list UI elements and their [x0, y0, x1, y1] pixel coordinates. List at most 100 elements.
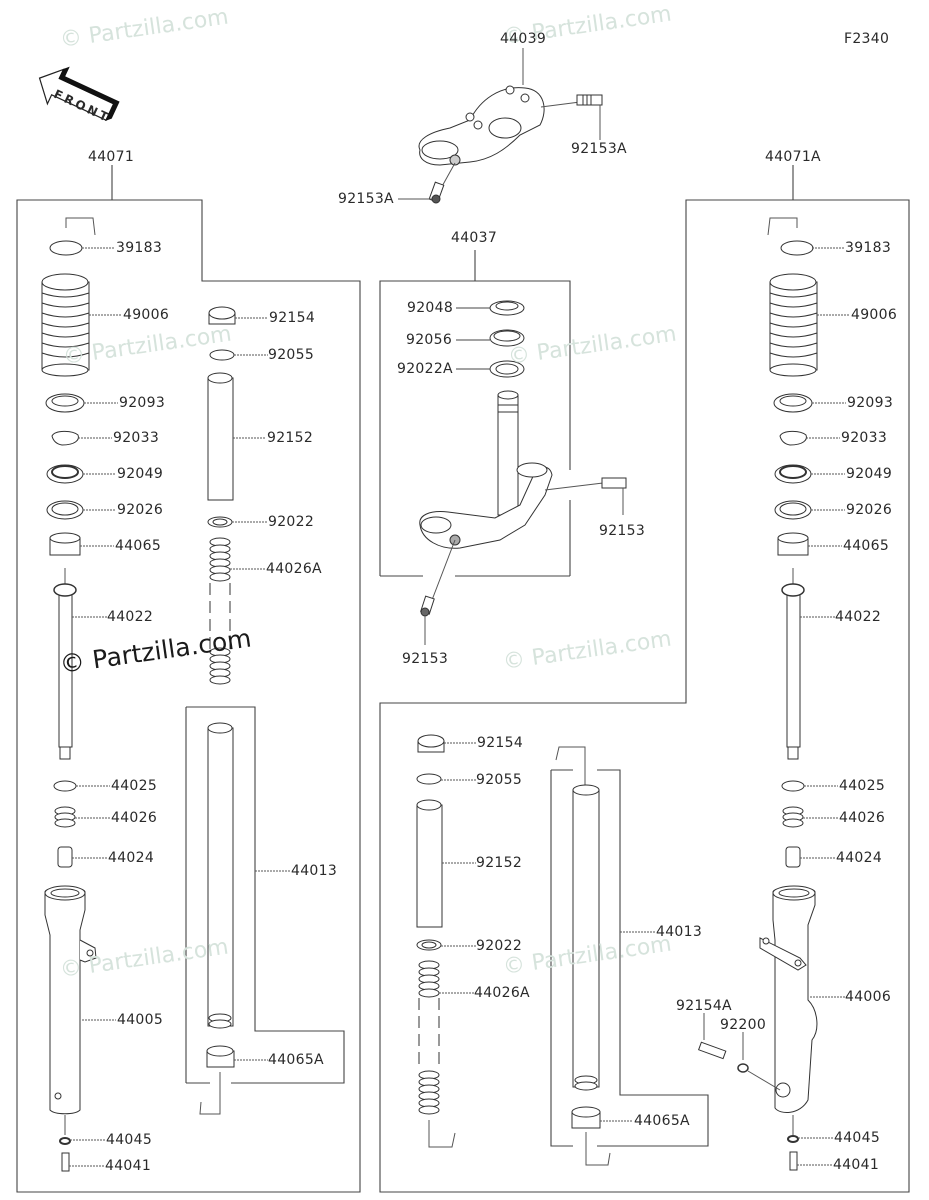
part-label-92153[interactable]: 92153	[599, 523, 646, 539]
part-label-44065A-right[interactable]: 44065A	[634, 1113, 690, 1129]
part-label-44005[interactable]: 44005	[117, 1012, 164, 1028]
part-label-44006[interactable]: 44006	[845, 989, 892, 1005]
part-92154	[208, 306, 236, 325]
part-label-44013-right[interactable]: 44013	[656, 924, 703, 940]
part-label-39183-right[interactable]: 39183	[845, 240, 892, 256]
part-label-44024-right[interactable]: 44024	[836, 850, 883, 866]
part-92033	[51, 430, 79, 446]
left-leaders	[69, 247, 290, 1167]
part-label-92093[interactable]: 92093	[119, 395, 166, 411]
part-label-44026A-right[interactable]: 44026A	[474, 985, 530, 1001]
part-label-92026-right[interactable]: 92026	[846, 502, 893, 518]
part-label-92152-right[interactable]: 92152	[476, 855, 523, 871]
part-44022	[53, 583, 77, 760]
right-leaders	[439, 247, 850, 1166]
part-44041	[61, 1152, 70, 1172]
part-44006	[759, 885, 818, 1113]
part-label-92033[interactable]: 92033	[113, 430, 160, 446]
part-label-44026[interactable]: 44026	[111, 810, 158, 826]
part-44025-right	[781, 780, 805, 792]
part-44013	[207, 722, 234, 1029]
part-92200	[737, 1032, 781, 1091]
part-label-92152[interactable]: 92152	[267, 430, 314, 446]
diagram-code: F2340	[844, 31, 890, 47]
part-92055	[209, 349, 235, 361]
part-44065A	[206, 1045, 235, 1068]
left-fork-parts	[41, 217, 236, 1172]
front-arrow-icon	[38, 66, 120, 122]
part-label-92022[interactable]: 92022	[268, 514, 315, 530]
part-label-92049[interactable]: 92049	[117, 466, 164, 482]
part-92152	[207, 372, 234, 501]
part-label-44065[interactable]: 44065	[115, 538, 162, 554]
part-label-49006[interactable]: 49006	[123, 307, 170, 323]
bolt-92153-bottom	[420, 539, 456, 645]
assembly-label-44037[interactable]: 44037	[451, 230, 498, 246]
part-label-44013[interactable]: 44013	[291, 863, 338, 879]
part-label-44022-right[interactable]: 44022	[835, 609, 882, 625]
part-label-92153[interactable]: 92153	[402, 651, 449, 667]
part-92152-right	[416, 799, 443, 928]
part-92154-right	[417, 734, 445, 753]
part-label-44026-right[interactable]: 44026	[839, 810, 886, 826]
upper-bracket-part	[418, 85, 545, 166]
part-49006-right	[769, 273, 818, 377]
part-label-44025[interactable]: 44025	[111, 778, 158, 794]
part-label-44045[interactable]: 44045	[106, 1132, 153, 1148]
part-label-92049-right[interactable]: 92049	[846, 466, 893, 482]
assembly-label-44071[interactable]: 44071	[88, 149, 135, 165]
part-label-92055[interactable]: 92055	[268, 347, 315, 363]
part-44045	[59, 1137, 71, 1145]
part-44013-right	[572, 784, 600, 1091]
part-39183	[49, 240, 83, 256]
part-label-92154[interactable]: 92154	[269, 310, 316, 326]
part-label-92048[interactable]: 92048	[407, 300, 454, 316]
right-fork-parts	[416, 217, 818, 1171]
part-label-44024[interactable]: 44024	[108, 850, 155, 866]
part-44022-right	[781, 583, 805, 760]
stem-parts	[419, 300, 553, 549]
part-44026-right	[782, 806, 804, 828]
part-44024-right	[785, 846, 801, 868]
bolt-92153A-right	[540, 94, 603, 140]
part-44041-right	[789, 1151, 798, 1171]
left-44013-frame	[186, 706, 345, 1084]
part-92033-right	[779, 430, 807, 446]
part-label-44026A[interactable]: 44026A	[266, 561, 322, 577]
part-49006	[41, 273, 90, 377]
part-label-44065A[interactable]: 44065A	[268, 1052, 324, 1068]
part-label-44022[interactable]: 44022	[107, 609, 154, 625]
part-label-44045-right[interactable]: 44045	[834, 1130, 881, 1146]
part-44026	[54, 806, 76, 828]
assembly-frames	[16, 165, 910, 1193]
part-label-92022A[interactable]: 92022A	[397, 361, 453, 377]
part-39183-right	[780, 240, 814, 256]
part-label-44065-right[interactable]: 44065	[843, 538, 890, 554]
part-44005	[44, 885, 97, 1115]
right-fork-frame	[379, 199, 910, 1193]
part-label-44039[interactable]: 44039	[500, 31, 547, 47]
part-label-92055-right[interactable]: 92055	[476, 772, 523, 788]
part-label-92153A[interactable]: 92153A	[338, 191, 394, 207]
part-label-92033-right[interactable]: 92033	[841, 430, 888, 446]
part-label-92200[interactable]: 92200	[720, 1017, 767, 1033]
left-fork-frame	[16, 199, 361, 1193]
part-label-92153A[interactable]: 92153A	[571, 141, 627, 157]
assembly-label-44071A[interactable]: 44071A	[765, 149, 821, 165]
part-label-92026[interactable]: 92026	[117, 502, 164, 518]
part-label-44041[interactable]: 44041	[105, 1158, 152, 1174]
part-44026A	[209, 537, 231, 685]
part-label-44025-right[interactable]: 44025	[839, 778, 886, 794]
part-label-49006-right[interactable]: 49006	[851, 307, 898, 323]
part-label-92093-right[interactable]: 92093	[847, 395, 894, 411]
part-label-44041-right[interactable]: 44041	[833, 1157, 880, 1173]
part-label-92154-right[interactable]: 92154	[477, 735, 524, 751]
part-label-92056[interactable]: 92056	[406, 332, 453, 348]
part-label-92154A[interactable]: 92154A	[676, 998, 732, 1014]
part-44045-right	[787, 1135, 799, 1143]
part-label-39183[interactable]: 39183	[116, 240, 163, 256]
part-label-92022-right[interactable]: 92022	[476, 938, 523, 954]
bolt-92153-right	[544, 477, 627, 515]
part-44065A-right	[571, 1106, 601, 1129]
